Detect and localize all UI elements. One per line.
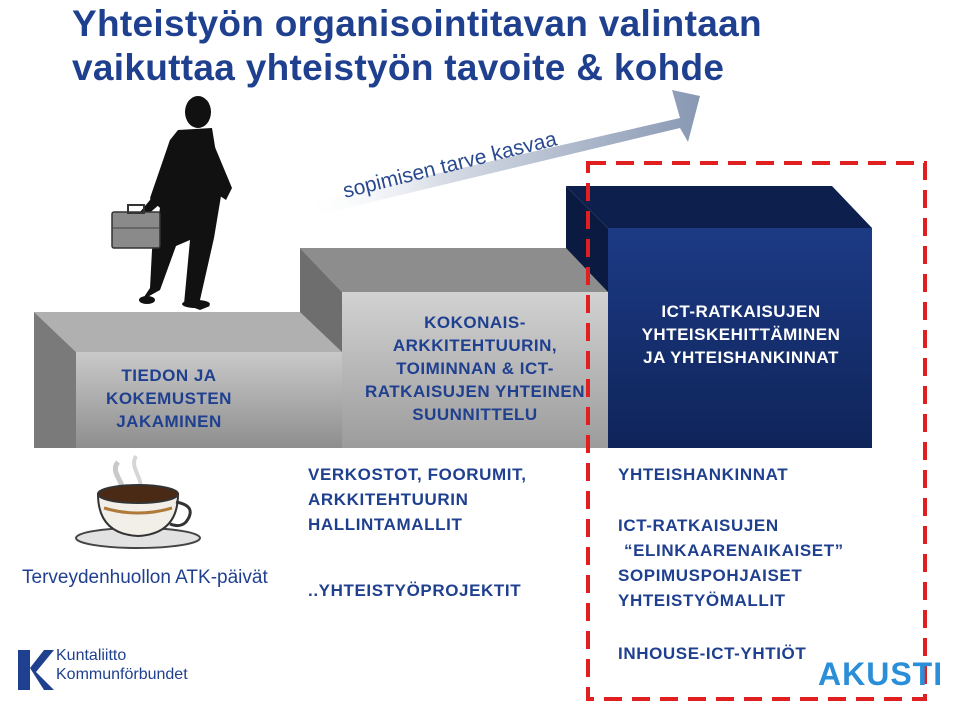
akusti-logo: AKUSTI — [818, 656, 944, 692]
step-3-label-text: ICT-RATKAISUJEN YHTEISKEHITTÄMINEN JA YHTE… — [610, 300, 872, 369]
right-line-5: YHTEISTYÖMALLIT — [618, 591, 786, 610]
middle-line-1: VERKOSTOT, FOORUMIT, — [308, 465, 527, 484]
step-2-label-text: KOKONAIS- ARKKITEHTUURIN, TOIMINNAN & ICT-… — [340, 311, 610, 426]
step-2-line-3: TOIMINNAN & ICT- — [396, 359, 554, 378]
step-3-line-3: JA YHTEISHANKINNAT — [643, 348, 839, 367]
page-title: Yhteistyön organisointitavan valintaan v… — [72, 2, 952, 90]
kuntaliitto-logo: Kuntaliitto Kommunförbundet — [16, 646, 196, 690]
step-2-line-4: RATKAISUJEN YHTEINEN — [364, 382, 585, 401]
step-2-line-5: SUUNNITTELU — [412, 405, 538, 424]
event-logo-text: Terveydenhuollon ATK-päivät — [22, 567, 268, 588]
step-3-line-2: YHTEISKEHITTÄMINEN — [641, 325, 841, 344]
right-line-4: SOPIMUSPOHJAISET — [618, 566, 803, 585]
coffee-cup-icon — [75, 455, 201, 549]
briefcase-icon — [111, 204, 161, 249]
kuntaliitto-line-2: Kommunförbundet — [56, 666, 188, 683]
title-line-2: vaikuttaa yhteistyön tavoite & kohde — [72, 47, 725, 88]
kuntaliitto-line-1: Kuntaliitto — [56, 647, 127, 664]
step-2-line-2: ARKKITEHTUURIN, — [392, 336, 558, 355]
middle-line-3: HALLINTAMALLIT — [308, 515, 463, 534]
right-column: YHTEISHANKINNAT ICT-RATKAISUJEN “ELINKAA… — [618, 462, 844, 666]
middle-column: VERKOSTOT, FOORUMIT, ARKKITEHTUURIN HALL… — [308, 462, 527, 603]
right-line-1: YHTEISHANKINNAT — [618, 465, 789, 484]
step-1-line-3: JAKAMINEN — [116, 412, 222, 431]
step-3-line-1: ICT-RATKAISUJEN — [661, 302, 821, 321]
businessman-with-briefcase-icon — [139, 96, 232, 310]
step-1-block — [34, 312, 342, 448]
middle-line-2: ARKKITEHTUURIN — [308, 490, 469, 509]
step-2-line-1: KOKONAIS- — [424, 313, 526, 332]
right-line-2: ICT-RATKAISUJEN — [618, 516, 779, 535]
right-line-6: INHOUSE-ICT-YHTIÖT — [618, 644, 807, 663]
kuntaliitto-logo-mark — [18, 650, 54, 690]
step-1-line-1: TIEDON JA — [121, 366, 217, 385]
step-1-label-text: TIEDON JA KOKEMUSTEN JAKAMINEN — [38, 364, 300, 433]
arrow-label: sopimisen tarve kasvaa — [341, 127, 560, 202]
highlight-box — [586, 161, 927, 701]
middle-line-4: ..YHTEISTYÖPROJEKTIT — [308, 581, 522, 600]
right-line-3: “ELINKAARENAIKAISET” — [624, 541, 844, 560]
title-line-1: Yhteistyön organisointitavan valintaan — [72, 3, 762, 44]
step-1-line-2: KOKEMUSTEN — [106, 389, 232, 408]
